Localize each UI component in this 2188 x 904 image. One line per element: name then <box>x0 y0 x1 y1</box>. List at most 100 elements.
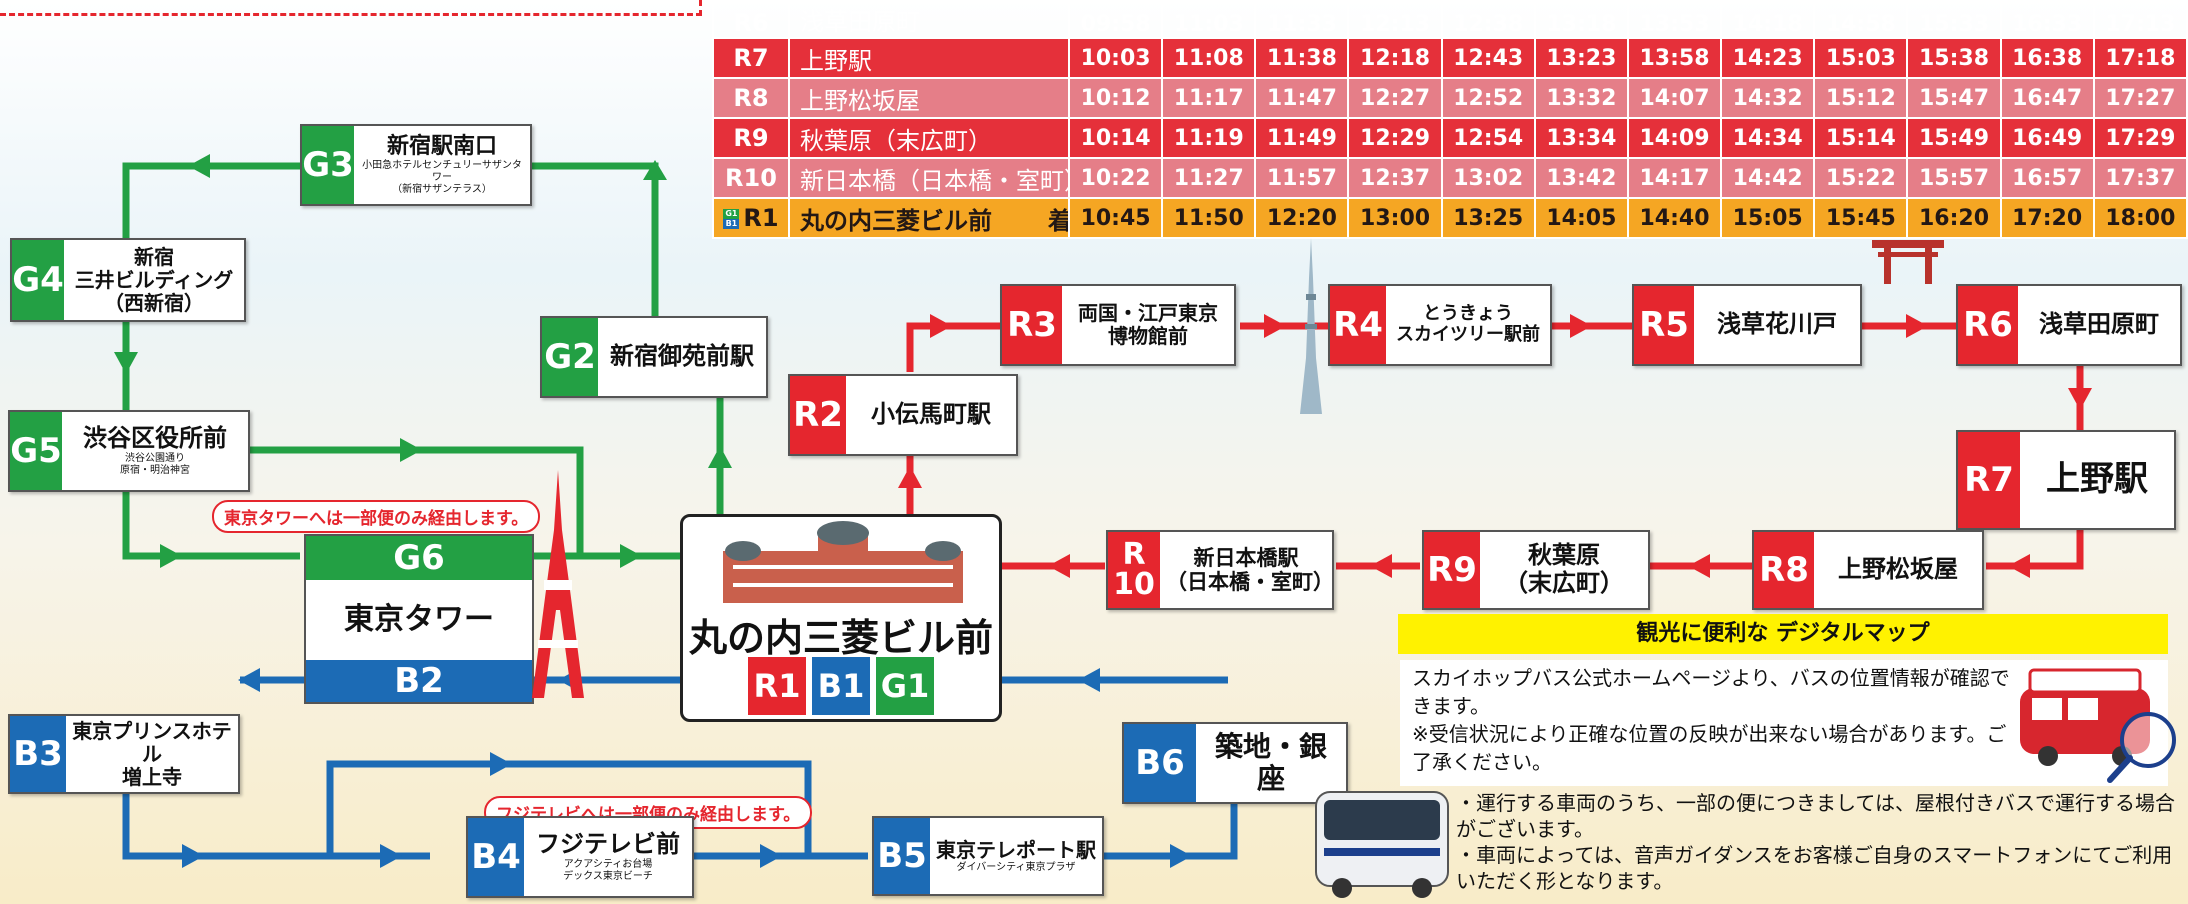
departure-time: 14:17 <box>1626 157 1723 199</box>
departure-time: 14:09 <box>1626 117 1723 159</box>
station-name: 増上寺 <box>122 764 182 789</box>
departure-time: 12:13 <box>1347 0 1443 39</box>
departure-time: 13:25 <box>1440 197 1536 239</box>
hub-code-b1: B1 <box>812 657 870 715</box>
departure-time: 16:20 <box>1906 197 2002 239</box>
stop-code-text: R8 <box>733 84 769 112</box>
station-r6[interactable]: R6 浅草田原町 <box>1956 284 2182 366</box>
service-note: ・運行する車両のうち、一部の便につきましては、屋根付きバスで運行する場合がござい… <box>1456 791 2175 841</box>
station-r2[interactable]: R2 小伝馬町駅 <box>788 374 1018 456</box>
station-code: R9 <box>1424 532 1480 608</box>
station-g3[interactable]: G3 新宿駅南口 小田急ホテルセンチュリーサザンタワー （新宿サザンテラス） <box>300 124 532 206</box>
departure-time: 17:27 <box>2092 77 2188 119</box>
station-sub: （新宿サザンテラス） <box>392 183 492 195</box>
hub-name: 丸の内三菱ビル前 <box>688 616 993 660</box>
stop-name: 新日本橋（日本橋・室町） <box>788 157 1070 199</box>
timetable-row: G1B1R1丸の内三菱ビル前着10:4511:5012:2013:0013:25… <box>712 197 2188 239</box>
departure-time: 13:34 <box>1533 117 1629 159</box>
departure-time: 12:38 <box>1440 0 1536 39</box>
station-code: G4 <box>12 240 64 320</box>
station-name: フジテレビ前 <box>536 830 680 859</box>
stop-code: R6 <box>712 0 790 39</box>
station-r7[interactable]: R7 上野駅 <box>1956 430 2176 530</box>
departure-time: 16:57 <box>1999 157 2095 199</box>
stop-name-text: 秋葉原（末広町） <box>800 126 992 155</box>
departure-time: 14:18 <box>1720 0 1816 39</box>
station-code: R5 <box>1634 286 1694 364</box>
red-arrows <box>898 314 2092 578</box>
badge-g1: G1 <box>723 209 740 219</box>
station-code: R 10 <box>1108 532 1160 608</box>
stop-name: 丸の内三菱ビル前着 <box>788 197 1070 239</box>
station-g6-b2[interactable]: G6 東京タワー B2 <box>304 534 534 704</box>
station-r9[interactable]: R9 秋葉原 （末広町） <box>1422 530 1650 610</box>
departure-time: 12:54 <box>1440 117 1536 159</box>
departure-time: 13:18 <box>1533 0 1629 39</box>
departure-time: 13:00 <box>1347 197 1443 239</box>
departure-time: 17:18 <box>2092 37 2188 79</box>
station-code-b2: B2 <box>306 660 532 702</box>
departure-time: 14:32 <box>1720 77 1816 119</box>
station-sub: デックス東京ビーチ <box>563 870 653 882</box>
station-sub: 小田急ホテルセンチュリーサザンタワー <box>362 159 522 183</box>
departure-time: 11:47 <box>1254 77 1350 119</box>
departure-time: 15:12 <box>1813 77 1909 119</box>
station-g4[interactable]: G4 新宿 三井ビルディング （西新宿） <box>10 238 246 322</box>
station-code: B6 <box>1124 724 1196 802</box>
station-code-part: R <box>1122 537 1146 572</box>
badge-b1: B1 <box>723 219 740 229</box>
station-g5[interactable]: G5 渋谷区役所前 渋谷公園通り 原宿・明治神宮 <box>8 410 250 492</box>
station-r3[interactable]: R3 両国・江戸東京 博物館前 <box>1000 284 1236 366</box>
stop-code-text: R10 <box>725 164 777 192</box>
departure-time: 10:14 <box>1067 117 1164 159</box>
departure-time: 11:27 <box>1161 157 1257 199</box>
station-name: 新宿駅南口 <box>386 134 497 160</box>
departure-time: 13:58 <box>1626 37 1723 79</box>
station-name: とうきょう <box>1423 303 1513 325</box>
station-r8[interactable]: R8 上野松坂屋 <box>1752 530 1984 610</box>
stop-code: R7 <box>712 37 790 79</box>
departure-time: 16:47 <box>1999 77 2095 119</box>
station-g2[interactable]: G2 新宿御苑前駅 <box>540 316 768 398</box>
station-b5[interactable]: B5 東京テレポート駅 ダイバーシティ東京プラザ <box>872 816 1104 896</box>
stop-name-text: 丸の内三菱ビル前 <box>800 206 992 235</box>
stop-code: R10 <box>712 157 790 199</box>
departure-time: 17:29 <box>2092 117 2188 159</box>
departure-time: 13:53 <box>1626 0 1723 39</box>
stop-name: 秋葉原（末広町） <box>788 117 1070 159</box>
departure-time: 15:38 <box>1906 37 2002 79</box>
digital-map-title: 観光に便利な デジタルマップ <box>1398 614 2168 654</box>
departure-time: 12:18 <box>1347 37 1443 79</box>
station-b3[interactable]: B3 東京プリンスホテル 増上寺 <box>8 714 240 794</box>
departure-time: 11:57 <box>1254 157 1350 199</box>
departure-time: 14:07 <box>1626 77 1723 119</box>
station-b6[interactable]: B6 築地・銀座 <box>1122 722 1348 804</box>
stop-name: 上野駅 <box>788 37 1070 79</box>
station-code: B3 <box>10 716 66 792</box>
departure-time: 15:05 <box>1720 197 1816 239</box>
station-r4[interactable]: R4 とうきょう スカイツリー駅前 <box>1328 284 1552 366</box>
departure-time: 10:45 <box>1067 197 1164 239</box>
departure-time: 15:57 <box>1906 157 2002 199</box>
station-b4[interactable]: B4 フジテレビ前 アクアシティお台場 デックス東京ビーチ <box>466 816 694 898</box>
hub-marunouchi[interactable]: 丸の内三菱ビル前 R1 B1 G1 <box>680 514 1002 722</box>
departure-time: 15:49 <box>1906 117 2002 159</box>
station-r5[interactable]: R5 浅草花川戸 <box>1632 284 1862 366</box>
hub-code-g1: G1 <box>876 657 934 715</box>
departure-time: 14:34 <box>1720 117 1816 159</box>
hub-codes: R1 B1 G1 <box>683 657 999 715</box>
departure-time: 09:58 <box>1067 0 1164 39</box>
departure-time: 14:23 <box>1720 37 1816 79</box>
station-name: （日本橋・室町） <box>1166 570 1334 594</box>
departure-time: 11:33 <box>1254 0 1350 39</box>
station-r10[interactable]: R 10 新日本橋駅 （日本橋・室町） <box>1106 530 1334 610</box>
stop-code-text: R7 <box>733 44 769 72</box>
departure-time: 14:42 <box>1720 157 1816 199</box>
tower-note: 東京タワーへは一部便のみ経由します。 <box>212 500 541 533</box>
